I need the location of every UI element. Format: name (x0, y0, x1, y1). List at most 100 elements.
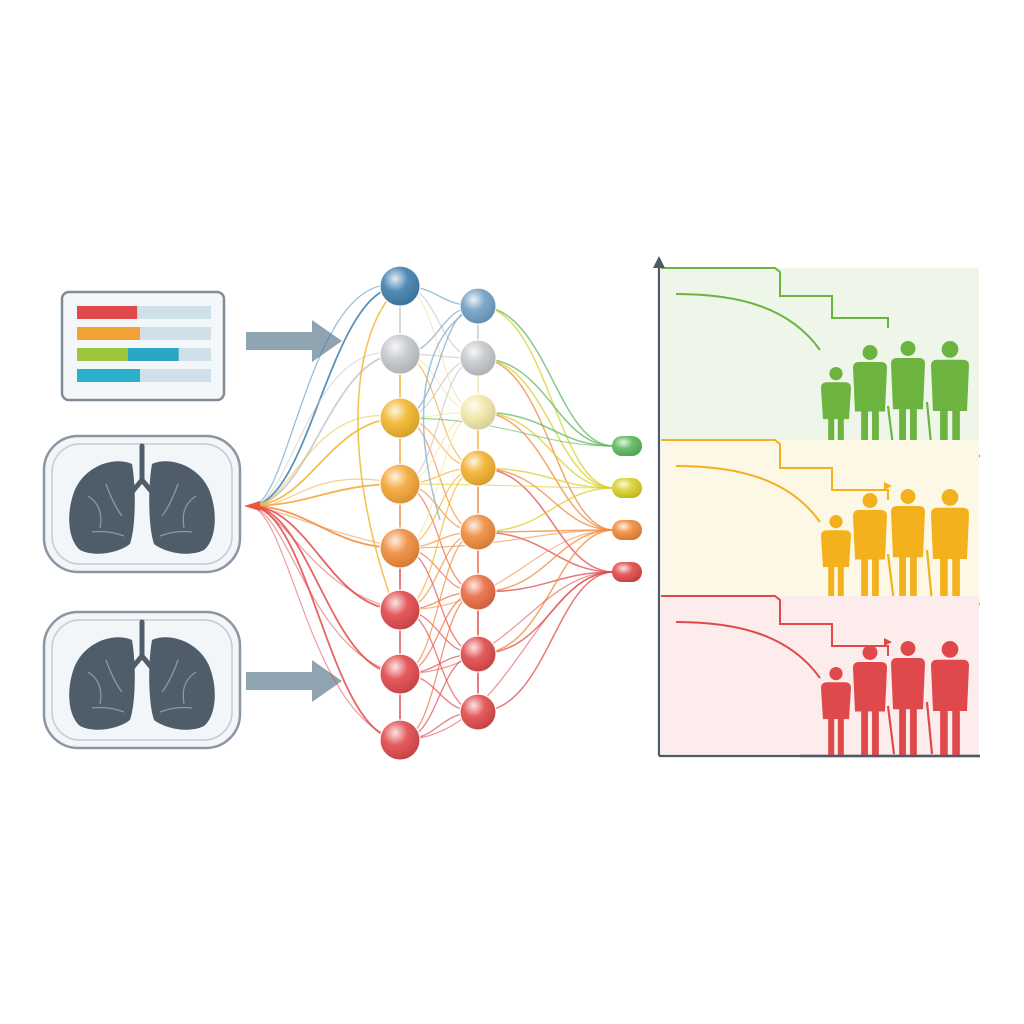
table-bar-segment (127, 348, 179, 361)
connection-line (249, 505, 401, 611)
connection-line (477, 467, 615, 573)
person-head (900, 641, 916, 656)
connection-line (399, 529, 615, 549)
node-shine (380, 266, 420, 306)
connection-line (477, 411, 615, 489)
network-node (459, 393, 497, 431)
connection-line (477, 305, 615, 489)
network-node (459, 513, 497, 551)
network-node (459, 573, 497, 611)
node-shine (460, 514, 496, 550)
patient-group (821, 341, 969, 455)
node-shine (460, 450, 496, 486)
fan-origin (244, 501, 260, 511)
person-leg (872, 557, 879, 603)
network-connections (244, 284, 615, 741)
chart-axes (653, 256, 980, 758)
ct-scan-panel-2 (42, 610, 242, 750)
node-shine (460, 636, 496, 672)
node-shine (380, 654, 420, 694)
person-torso (891, 657, 925, 710)
person-head (900, 341, 916, 356)
table-bar-segment (178, 348, 211, 361)
node-shine (380, 720, 420, 760)
person-torso (931, 359, 969, 412)
person-leg (828, 717, 835, 755)
output-node-shine (612, 520, 642, 540)
output-node-shine (612, 562, 642, 582)
connection-line (477, 467, 615, 489)
network-node (379, 589, 421, 631)
network-node (379, 527, 421, 569)
lungs-icon (69, 443, 215, 554)
person-silhouette-icon (931, 489, 969, 603)
person-leg (899, 407, 906, 455)
connection-line (477, 531, 615, 573)
connection-line (477, 357, 615, 447)
person-torso (821, 682, 851, 720)
network-node (459, 635, 497, 673)
person-leg (837, 417, 844, 455)
person-head (862, 493, 878, 508)
risk-band-low (661, 267, 980, 458)
connection-line (477, 571, 615, 593)
network-node (379, 719, 421, 761)
node-shine (460, 288, 496, 324)
person-silhouette-icon (821, 367, 851, 455)
person-torso (931, 659, 969, 712)
person-head (829, 367, 843, 381)
node-shine (380, 590, 420, 630)
y-axis-arrow (653, 256, 665, 268)
connection-line (477, 529, 615, 655)
node-shine (380, 334, 420, 374)
connection-line (249, 415, 401, 507)
connection-line (249, 417, 401, 507)
table-bar-segment (139, 327, 211, 340)
table-bar-segment (139, 369, 211, 382)
person-leg (828, 417, 835, 455)
risk-stratification-chart (661, 267, 980, 758)
survival-step-line (661, 595, 889, 656)
connection-line (477, 467, 615, 531)
person-leg (872, 409, 879, 455)
person-leg (940, 409, 948, 455)
output-node (612, 562, 642, 582)
output-node-shine (612, 436, 642, 456)
risk-band-medium (661, 439, 980, 606)
connection-line (399, 417, 615, 447)
table-bar-segment (77, 369, 140, 382)
connection-line (249, 284, 401, 507)
person-torso (931, 507, 969, 560)
person-silhouette-icon (931, 341, 969, 455)
person-leg (910, 555, 917, 603)
person-head (829, 667, 843, 681)
node-shine (460, 694, 496, 730)
connection-line (477, 357, 615, 531)
lungs-icon (69, 619, 215, 730)
walking-cane (886, 553, 896, 603)
person-torso (853, 661, 887, 712)
ct-scan-panel-1 (42, 434, 242, 574)
connection-line (477, 411, 615, 447)
table-bar-segment (137, 306, 211, 319)
survival-curve (675, 465, 821, 523)
curve-arrow (884, 638, 892, 646)
walking-cane (886, 705, 896, 755)
person-leg (861, 557, 868, 603)
connection-line (399, 571, 615, 675)
walking-cane (925, 549, 934, 603)
connection-line (477, 411, 615, 531)
person-leg (861, 409, 868, 455)
network-node (459, 339, 497, 377)
node-shine (460, 394, 496, 430)
person-silhouette-icon (821, 515, 851, 603)
connection-line (477, 357, 615, 489)
person-silhouette-icon (891, 641, 925, 755)
connection-line (422, 305, 479, 521)
table-bar-segment (77, 348, 128, 361)
output-node (612, 436, 642, 456)
output-node (612, 478, 642, 498)
node-shine (460, 340, 496, 376)
person-leg (837, 717, 844, 755)
